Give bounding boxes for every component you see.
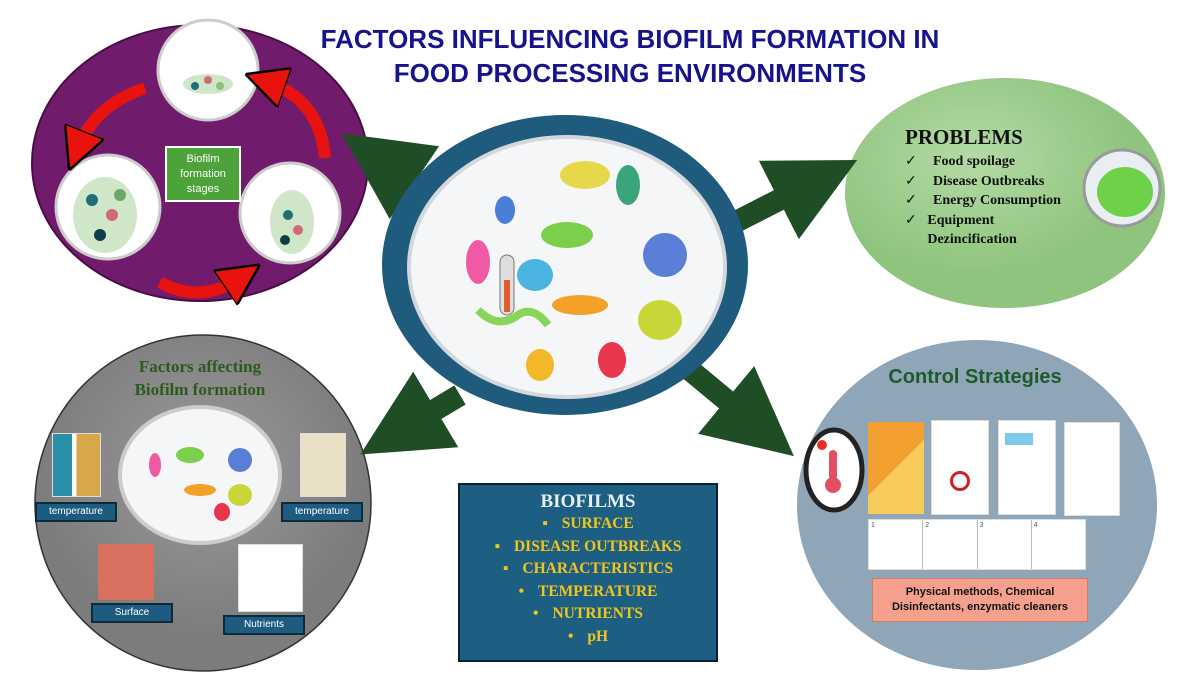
factors-dish [118, 405, 282, 545]
enzyme-steps-diagram: 1 2 3 4 [868, 519, 1086, 570]
spray-bottle-image [1064, 422, 1120, 516]
title-line-2: FOOD PROCESSING ENVIRONMENTS [393, 58, 867, 88]
biofilm-item: •NUTRIENTS [533, 605, 643, 622]
factors-heading: Factors affecting Biofilm formation [134, 357, 266, 399]
problem-item: ✓Energy Consumption [905, 191, 1061, 211]
nutrients-image [238, 544, 303, 612]
title-line-1: FACTORS INFLUENCING BIOFILM FORMATION IN [320, 24, 940, 54]
prohibited-icon [950, 471, 970, 491]
brush-tool-image [868, 422, 924, 514]
factor-label-temperature: temperature [35, 502, 117, 522]
test-tubes-image [52, 433, 101, 497]
beaker-icon [1005, 433, 1033, 445]
step-panel: 1 [869, 520, 924, 569]
thermometer-image [300, 433, 346, 497]
check-icon: ✓ [905, 173, 917, 189]
problems-circle [845, 78, 1165, 308]
step-panel: 4 [1033, 522, 1038, 529]
problems-heading: PROBLEMS [905, 125, 1023, 149]
beaker-pouring-image [998, 420, 1056, 515]
stage-1 [156, 18, 260, 122]
surface-image [98, 544, 154, 600]
cycle-arrows [78, 82, 331, 293]
stages-label: Biofilm formation stages [165, 146, 241, 202]
control-heading: Control Strategies [888, 366, 1062, 388]
biofilms-heading: BIOFILMS [540, 491, 636, 512]
step-panel: 3 [978, 520, 1032, 569]
arrows [341, 133, 858, 457]
biofilm-item: ▪SURFACE [542, 515, 634, 532]
spray-bottle-prohibited-image [931, 420, 989, 515]
microbes-illustration [466, 161, 687, 381]
biofilms-box: BIOFILMS ▪SURFACE ▪DISEASE OUTBREAKS ▪CH… [458, 483, 718, 662]
arrow-down-right [682, 361, 794, 457]
arrow-down-left [360, 371, 466, 455]
biofilm-item: ▪CHARACTERISTICS [502, 560, 674, 577]
step-panel: 2 [923, 520, 978, 569]
problems-panel: PROBLEMS ✓Food spoilage ✓Disease Outbrea… [905, 125, 1061, 250]
control-caption: Physical methods, Chemical Disinfectants… [872, 578, 1088, 622]
check-icon: ✓ [905, 212, 917, 228]
problem-item: ✓Disease Outbreaks [905, 172, 1061, 192]
check-icon: ✓ [905, 193, 917, 208]
page-title: FACTORS INFLUENCING BIOFILM FORMATION IN… [250, 22, 1010, 90]
factor-label-nutrients: Nutrients [223, 615, 305, 635]
problem-item: ✓Food spoilage [905, 152, 1061, 172]
problem-item: ✓Equipment Dezincification [905, 211, 1055, 250]
biofilm-item: •TEMPERATURE [518, 582, 658, 600]
factor-label-temperature: temperature [281, 502, 363, 522]
biofilm-item: •pH [567, 627, 609, 645]
biofilm-item: ▪DISEASE OUTBREAKS [494, 537, 682, 555]
factor-label-surface: Surface [91, 603, 173, 623]
check-icon: ✓ [905, 154, 917, 169]
